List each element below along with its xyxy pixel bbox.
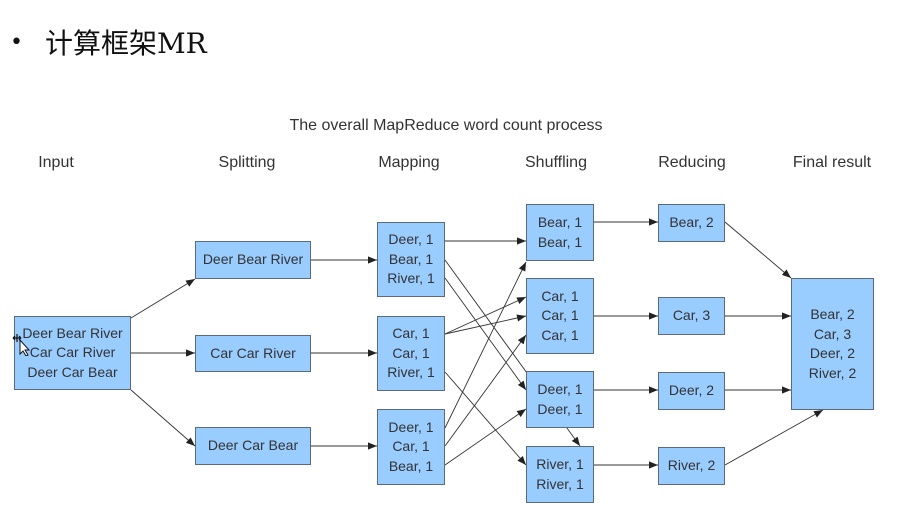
map-box: Car, 1 Car, 1 River, 1 <box>377 316 445 391</box>
heading-text: 计算框架MR <box>44 27 207 60</box>
connector-arrow <box>130 278 196 319</box>
connector-arrow <box>444 277 527 391</box>
shuffle-pair: Bear, 1 <box>537 214 583 230</box>
connector-arrow <box>724 409 824 466</box>
shuffle-box: Car, 1 Car, 1 Car, 1 <box>526 278 594 354</box>
bullet-icon: • <box>10 29 23 55</box>
map-pair: Car, 1 <box>392 325 430 342</box>
split-box: Deer Bear River <box>195 241 311 279</box>
shuffle-box: River, 1 River, 1 <box>526 446 594 503</box>
connector-arrow <box>444 314 527 335</box>
stage-label-reducing: Reducing <box>658 154 726 171</box>
input-line: Deer Car Bear <box>27 363 118 380</box>
final-pair: Bear, 2 <box>810 306 855 322</box>
connector-arrow <box>130 389 196 447</box>
connector-arrow <box>444 261 527 429</box>
connector-arrow <box>444 334 527 447</box>
reduce-box: Bear, 2 <box>658 204 725 242</box>
stage-label-final: Final result <box>792 154 872 171</box>
slide-heading: • 计算框架MR <box>10 22 207 62</box>
final-result-box: Bear, 2 Car, 3 Deer, 2 River, 2 <box>791 278 874 410</box>
final-pair: Deer, 2 <box>809 345 856 361</box>
shuffle-pair: Car, 1 <box>541 326 579 343</box>
split-box: Deer Car Bear <box>195 427 311 465</box>
split-text: Deer Car Bear <box>207 437 299 454</box>
map-pair: Car, 1 <box>392 344 430 361</box>
connector-arrow <box>444 408 527 466</box>
shuffle-box: Bear, 1 Bear, 1 <box>526 204 594 261</box>
split-text: Car Car River <box>210 344 296 361</box>
map-pair: Deer, 1 <box>388 418 434 435</box>
mouse-cursor-icon <box>12 334 31 356</box>
reduce-pair: Car, 3 <box>672 307 711 324</box>
stage-label-shuffling: Shuffling <box>525 154 587 171</box>
reduce-pair: Deer, 2 <box>668 382 715 399</box>
stage-label-splitting: Splitting <box>218 154 276 171</box>
input-line: Car Car River <box>29 344 116 361</box>
stage-label-mapping: Mapping <box>378 154 440 171</box>
map-box: Deer, 1 Bear, 1 River, 1 <box>377 222 445 297</box>
stage-label-input: Input <box>38 154 74 171</box>
map-pair: Car, 1 <box>392 438 430 455</box>
reduce-box: River, 2 <box>658 447 725 485</box>
connector-arrow <box>444 296 527 335</box>
shuffle-pair: River, 1 <box>536 475 584 492</box>
input-box: Deer Bear River Car Car River Deer Car B… <box>14 316 131 390</box>
reduce-box: Car, 3 <box>658 297 725 335</box>
map-pair: Deer, 1 <box>388 231 434 248</box>
shuffle-pair: Car, 1 <box>541 307 579 324</box>
shuffle-pair: Car, 1 <box>541 287 579 304</box>
split-box: Car Car River <box>195 335 311 372</box>
connector-arrow <box>444 371 527 466</box>
split-text: Deer Bear River <box>202 251 304 268</box>
connector-arrow <box>724 221 792 279</box>
map-pair: Bear, 1 <box>388 457 434 474</box>
map-box: Deer, 1 Car, 1 Bear, 1 <box>377 409 445 485</box>
final-pair: Car, 3 <box>813 325 852 342</box>
reduce-pair: Bear, 2 <box>669 214 714 231</box>
shuffle-pair: Deer, 1 <box>537 381 583 397</box>
map-pair: Bear, 1 <box>388 250 434 267</box>
diagram-title: The overall MapReduce word count process <box>289 117 603 134</box>
shuffle-pair: Bear, 1 <box>537 233 583 250</box>
map-pair: River, 1 <box>387 364 435 381</box>
input-line: Deer Bear River <box>22 324 123 341</box>
reduce-pair: River, 2 <box>667 457 716 474</box>
shuffle-pair: Deer, 1 <box>537 400 583 417</box>
map-pair: River, 1 <box>387 270 435 287</box>
reduce-box: Deer, 2 <box>658 372 725 410</box>
shuffle-pair: River, 1 <box>536 456 584 472</box>
final-pair: River, 2 <box>808 364 857 381</box>
shuffle-box: Deer, 1 Deer, 1 <box>526 371 594 428</box>
